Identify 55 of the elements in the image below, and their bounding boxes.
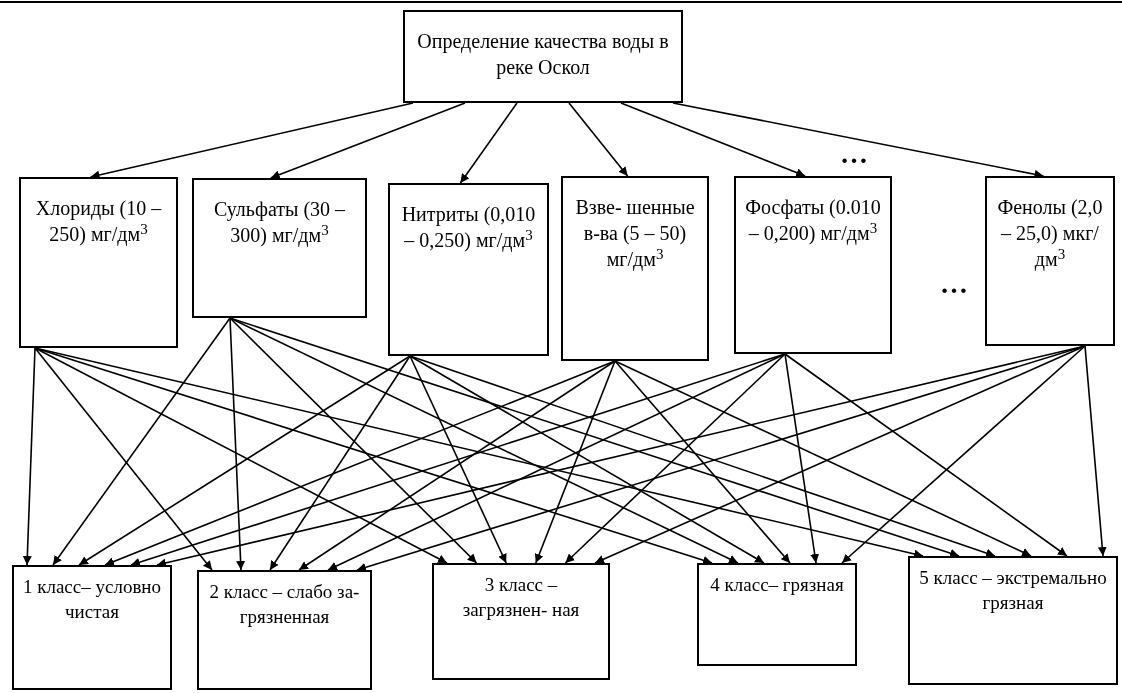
node-label: Фенолы (2,0 – 25,0) мкг/дм$^{3}$ bbox=[996, 195, 1104, 272]
arrow bbox=[229, 317, 478, 564]
node-label: Сульфаты (30 – 300) мг/дм$^{3}$ bbox=[212, 197, 347, 248]
node-label: 3 класс – загрязнен- ная bbox=[461, 573, 581, 622]
arrow bbox=[34, 347, 213, 571]
arrow bbox=[298, 360, 616, 571]
arrow bbox=[784, 353, 1068, 557]
ellipsis-label: … bbox=[940, 270, 968, 298]
text-box bbox=[697, 563, 857, 666]
ellipsis-label: … bbox=[840, 140, 868, 168]
arrow bbox=[594, 345, 1086, 564]
arrow bbox=[269, 102, 466, 179]
node-label: 1 класс– условно чистая bbox=[22, 575, 162, 624]
text-box bbox=[19, 177, 178, 348]
arrow bbox=[34, 347, 448, 564]
text-box bbox=[561, 176, 709, 361]
arrow bbox=[22, 347, 36, 566]
arrow bbox=[564, 353, 786, 564]
arrow bbox=[614, 360, 1032, 557]
text-box bbox=[734, 176, 892, 354]
arrow bbox=[89, 102, 414, 180]
node-label: Взве- шенные в-ва (5 – 50) мг/дм$^{3}$ bbox=[574, 195, 696, 272]
node-label: 4 класс– грязная bbox=[710, 573, 844, 597]
arrow bbox=[78, 355, 411, 566]
text-box bbox=[403, 10, 683, 103]
text-box bbox=[985, 176, 1115, 346]
node-label: 2 класс – слабо за- грязненная bbox=[208, 580, 361, 629]
arrow bbox=[409, 355, 996, 558]
text-box bbox=[12, 565, 172, 690]
arrow bbox=[459, 102, 518, 184]
arrow bbox=[568, 102, 629, 177]
node-label: Определение качества воды в реке Оскол bbox=[416, 29, 670, 80]
arrow bbox=[784, 353, 820, 564]
arrow bbox=[327, 353, 786, 571]
text-box bbox=[192, 178, 367, 318]
arrow bbox=[672, 102, 1045, 179]
arrow bbox=[52, 317, 231, 566]
node-label: 5 класс – экстремально грязная bbox=[918, 566, 1108, 615]
text-box bbox=[432, 563, 610, 680]
arrow bbox=[534, 360, 616, 564]
node-label: Нитриты (0,010 – 0,250) мг/дм$^{3}$ bbox=[400, 202, 537, 253]
text-box bbox=[388, 183, 549, 356]
arrow bbox=[620, 102, 806, 177]
arrow bbox=[841, 345, 1086, 564]
arrow bbox=[409, 355, 507, 564]
arrow bbox=[229, 317, 246, 571]
arrow bbox=[1084, 345, 1107, 557]
arrow bbox=[269, 355, 411, 571]
arrow bbox=[409, 355, 765, 564]
node-label: Фосфаты (0.010 – 0,200) мг/дм$^{3}$ bbox=[744, 195, 882, 246]
text-box bbox=[197, 570, 372, 690]
node-label: Хлориды (10 – 250) мг/дм$^{3}$ bbox=[34, 196, 163, 247]
arrow bbox=[229, 317, 739, 564]
arrow bbox=[614, 360, 791, 564]
text-box bbox=[908, 556, 1118, 685]
